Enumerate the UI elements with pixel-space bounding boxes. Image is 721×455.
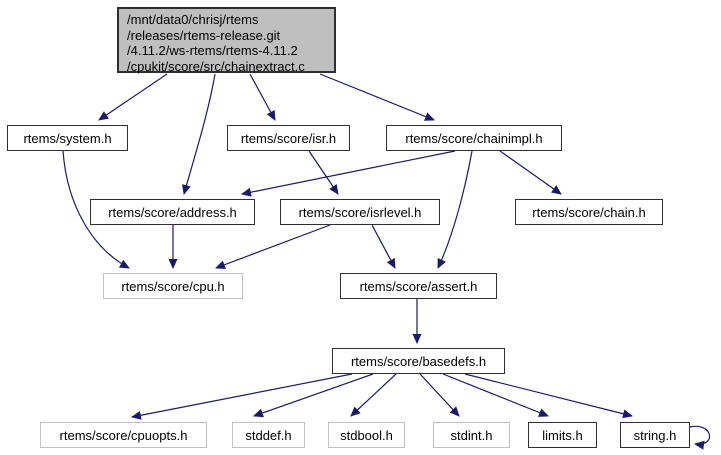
node-rtems-score-assert-h[interactable]: rtems/score/assert.h: [340, 273, 497, 299]
root-file-path: /mnt/data0/chrisj/rtems /releases/rtems-…: [127, 12, 305, 74]
edge-root-address: [182, 73, 216, 195]
node-label: stddef.h: [245, 427, 292, 443]
node-rtems-score-cpu-h: rtems/score/cpu.h: [103, 273, 243, 299]
edge-root-chainimpl: [319, 73, 435, 121]
edge-basedefs-stddef: [253, 373, 374, 418]
node-string-h[interactable]: string.h: [620, 422, 690, 448]
edge-root-isr: [249, 73, 276, 121]
edge-basedefs-cpuopts: [131, 373, 353, 420]
edge-isrlevel-cpu: [215, 224, 331, 270]
node-rtems-score-basedefs-h[interactable]: rtems/score/basedefs.h: [332, 348, 505, 374]
node-rtems-score-isrlevel-h[interactable]: rtems/score/isrlevel.h: [280, 199, 440, 225]
node-label: rtems/score/chain.h: [532, 204, 646, 220]
node-stdbool-h: stdbool.h: [328, 422, 405, 448]
node-label: stdint.h: [450, 427, 493, 443]
node-label: rtems/score/basedefs.h: [350, 353, 487, 369]
edge-isrlevel-assert: [371, 224, 396, 269]
node-rtems-score-cpuopts-h: rtems/score/cpuopts.h: [40, 422, 207, 448]
edge-chainimpl-chain: [499, 150, 562, 195]
node-label: stdbool.h: [340, 427, 393, 443]
edge-basedefs-string: [464, 373, 633, 419]
node-label: rtems/score/address.h: [108, 204, 237, 220]
node-label: rtems/system.h: [23, 130, 112, 146]
edge-basedefs-stdint: [419, 373, 460, 417]
edge-chainimpl-assert: [437, 150, 473, 269]
node-rtems-score-isr-h[interactable]: rtems/score/isr.h: [227, 125, 350, 151]
node-rtems-score-chain-h[interactable]: rtems/score/chain.h: [515, 199, 663, 225]
edge-basedefs-limits: [442, 373, 549, 417]
node-rtems-score-chainimpl-h[interactable]: rtems/score/chainimpl.h: [386, 125, 562, 151]
node-stddef-h: stddef.h: [232, 422, 305, 448]
edge-isr-isrlevel: [308, 150, 339, 195]
edge-system-cpu: [62, 150, 130, 269]
node-label: rtems/score/chainimpl.h: [405, 130, 543, 146]
edge-root-system: [98, 73, 168, 121]
node-stdint-h: stdint.h: [433, 422, 510, 448]
node-label: rtems/score/isrlevel.h: [298, 204, 422, 220]
node-limits-h[interactable]: limits.h: [528, 422, 597, 448]
node-rtems-system-h[interactable]: rtems/system.h: [7, 125, 128, 151]
node-label: string.h: [633, 427, 677, 443]
node-label: limits.h: [542, 427, 583, 443]
edge-basedefs-stdbool: [350, 373, 397, 417]
node-label: rtems/score/isr.h: [240, 130, 337, 146]
edge-chainimpl-address: [241, 150, 456, 197]
node-label: rtems/score/cpuopts.h: [59, 427, 188, 443]
node-rtems-score-address-h[interactable]: rtems/score/address.h: [90, 199, 255, 225]
node-label: rtems/score/cpu.h: [121, 278, 225, 294]
edge-string-self-loop: [689, 425, 711, 450]
node-chainextract-source-file: /mnt/data0/chrisj/rtems /releases/rtems-…: [117, 7, 336, 74]
node-label: rtems/score/assert.h: [359, 278, 478, 294]
